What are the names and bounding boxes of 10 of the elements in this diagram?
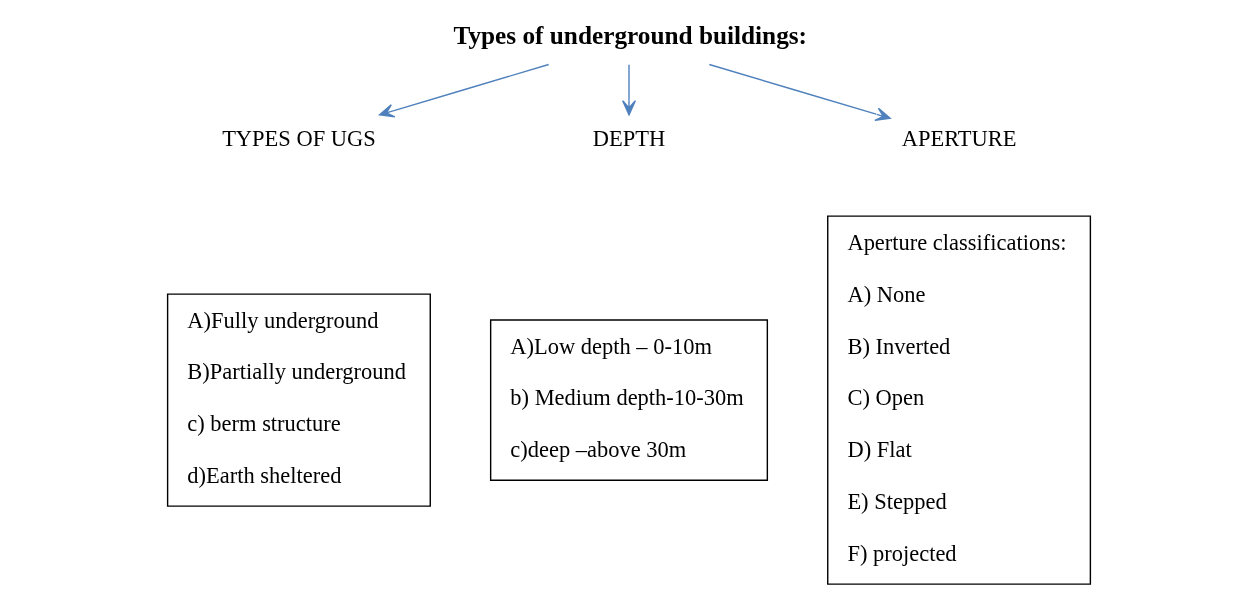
node-box: A)Low depth – 0-10m b) Medium depth-10-30m c)deep –above 30m: [489, 319, 769, 481]
node-text: TYPES OF UGS: [222, 125, 376, 151]
node-text: DEPTH: [592, 125, 666, 151]
node-box: A)Fully underground B)Partially underground c) berm structure d)Earth sheltered: [166, 293, 431, 507]
arrow: [378, 63, 550, 118]
node-text: Types of underground buildings:: [453, 20, 808, 49]
node-text: APERTURE: [901, 125, 1017, 151]
arrow: [621, 64, 637, 116]
arrow: [708, 63, 891, 122]
node-box: Aperture classifications: A) None B) Inverted C) Open D) Flat E) Stepped F) projected: [827, 215, 1092, 585]
